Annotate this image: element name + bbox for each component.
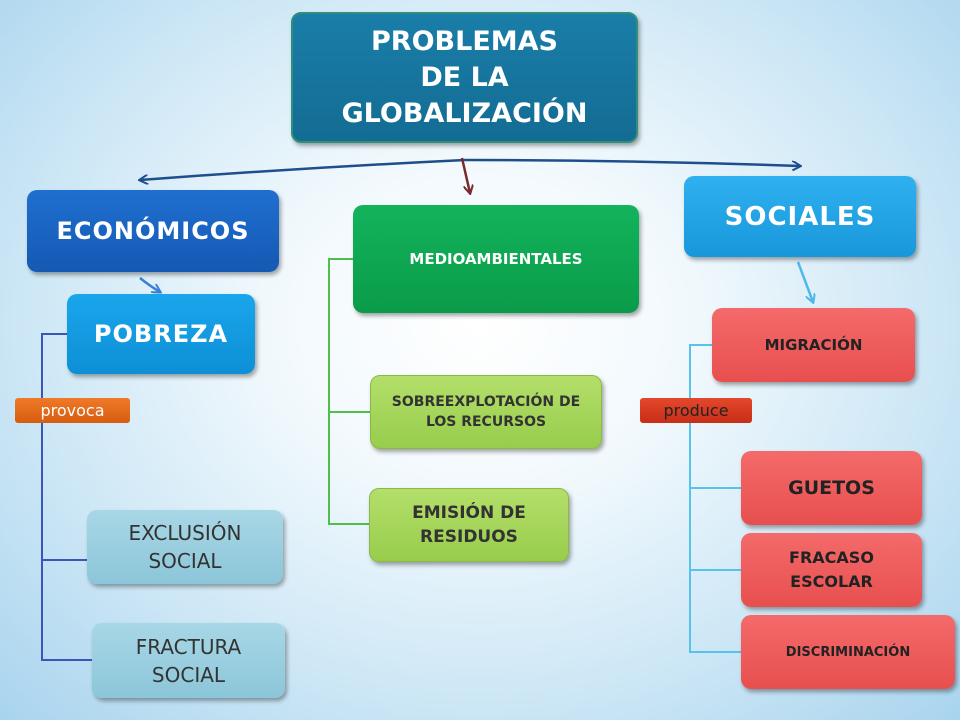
arrow-to-pobreza: [139, 277, 160, 292]
connector-provoca-text: provoca: [40, 401, 105, 420]
node-fractura-social: FRACTURA SOCIAL: [92, 623, 285, 698]
node-emision-residuos: EMISIÓN DE RESIDUOS: [369, 488, 569, 562]
node-discriminacion: DISCRIMINACIÓN: [741, 615, 955, 689]
tree-economicos: [41, 333, 92, 661]
connector-label-provoca: provoca: [15, 398, 130, 423]
category-economicos: ECONÓMICOS: [27, 190, 279, 272]
node-guetos: GUETOS: [741, 451, 922, 525]
tree-medioambientales: [328, 258, 370, 525]
category-sociales: SOCIALES: [684, 176, 916, 257]
node-pobreza-label: POBREZA: [93, 320, 229, 348]
category-medioambientales: MEDIOAMBIENTALES: [353, 205, 639, 313]
title-box: PROBLEMAS DE LA GLOBALIZACIÓN: [291, 12, 638, 143]
page-title: PROBLEMAS DE LA GLOBALIZACIÓN: [341, 25, 588, 129]
node-pobreza: POBREZA: [67, 294, 255, 374]
arrow-to-medioambientales: [460, 157, 470, 193]
node-fracaso-escolar: FRACASO ESCOLAR: [741, 533, 922, 607]
arrow-to-sociales: [464, 158, 800, 166]
arrow-to-migracion: [796, 261, 813, 302]
category-economicos-label: ECONÓMICOS: [56, 217, 250, 245]
node-discriminacion-label: DISCRIMINACIÓN: [785, 644, 911, 660]
node-exclusion-social-label: EXCLUSIÓN SOCIAL: [128, 521, 242, 573]
node-sobreexplotacion: SOBREEXPLOTACIÓN DE LOS RECURSOS: [370, 375, 602, 449]
connector-label-produce: produce: [640, 398, 752, 423]
node-guetos-label: GUETOS: [788, 477, 875, 499]
node-fracaso-escolar-label: FRACASO ESCOLAR: [789, 548, 874, 591]
node-emision-residuos-label: EMISIÓN DE RESIDUOS: [412, 503, 526, 547]
category-sociales-label: SOCIALES: [724, 201, 876, 232]
category-medioambientales-label: MEDIOAMBIENTALES: [409, 250, 583, 268]
connector-produce-text: produce: [663, 401, 729, 420]
node-migracion: MIGRACIÓN: [712, 308, 915, 382]
tree-sociales: [689, 344, 741, 653]
arrow-to-economicos: [140, 158, 466, 180]
node-migracion-label: MIGRACIÓN: [764, 336, 863, 354]
node-sobreexplotacion-label: SOBREEXPLOTACIÓN DE LOS RECURSOS: [391, 394, 581, 430]
node-exclusion-social: EXCLUSIÓN SOCIAL: [87, 510, 283, 584]
node-fractura-social-label: FRACTURA SOCIAL: [135, 634, 242, 687]
